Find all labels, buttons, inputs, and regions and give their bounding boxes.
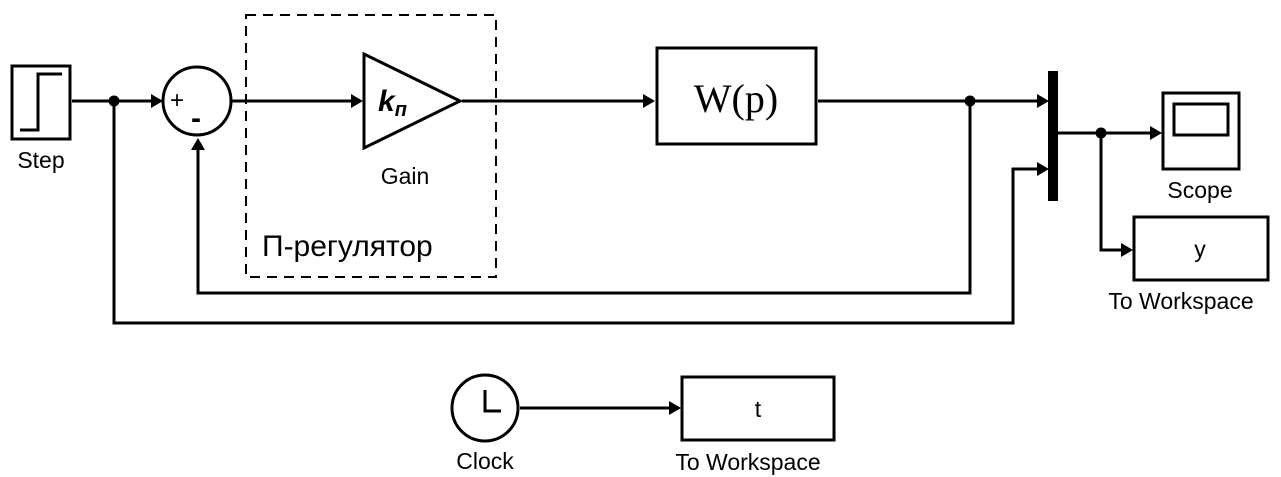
gain-symbol-k: k — [378, 85, 396, 118]
to-workspace-t-label: To Workspace — [675, 449, 820, 475]
arrow-workspace-t-in — [669, 401, 681, 415]
to-workspace-t-body[interactable] — [680, 375, 836, 442]
mux-block[interactable] — [1048, 71, 1058, 201]
gain-symbol-subscript: п — [395, 99, 407, 121]
junction-mux-out — [1095, 127, 1107, 139]
arrow-sum-minus — [191, 138, 205, 150]
arrow-scope-in — [1150, 126, 1162, 140]
controller-group-border — [245, 14, 497, 278]
plant-transfer-function: W(p) — [694, 76, 778, 121]
arrow-mux-in1 — [1037, 94, 1049, 108]
to-workspace-y-label: To Workspace — [1108, 288, 1253, 314]
step-label: Step — [17, 147, 64, 173]
to-workspace-y-var: y — [1194, 236, 1206, 262]
step-icon — [20, 72, 62, 132]
junction-step — [108, 95, 120, 107]
plant-block-body[interactable] — [655, 46, 818, 146]
scope-screen-icon — [1172, 102, 1230, 137]
arrow-workspace-y-in — [1121, 243, 1133, 257]
gain-block-body[interactable] — [362, 51, 464, 151]
to-workspace-y-body[interactable] — [1132, 215, 1270, 282]
sum-minus-sign: - — [191, 102, 201, 135]
controller-group-label: П-регулятор — [262, 230, 433, 263]
to-workspace-t-var: t — [755, 396, 762, 422]
scope-block-body[interactable] — [1161, 91, 1241, 171]
step-block-body[interactable] — [10, 64, 72, 141]
arrow-sum-plus — [151, 94, 163, 108]
wire-mux-to-workspace-y[interactable] — [1099, 133, 1124, 252]
gain-label: Gain — [381, 163, 430, 189]
clock-label: Clock — [456, 448, 514, 474]
scope-block[interactable]: Scope — [1161, 91, 1241, 203]
arrow-mux-in2 — [1037, 162, 1049, 176]
wire-feedback-to-sum[interactable] — [196, 101, 972, 295]
gain-block[interactable]: kп Gain — [362, 51, 464, 189]
clock-hands-icon — [483, 390, 501, 413]
controller-group[interactable]: П-регулятор — [245, 14, 497, 278]
signal-lines — [72, 94, 1162, 415]
gain-symbol: kп — [378, 85, 407, 121]
step-block[interactable]: Step — [10, 64, 72, 173]
scope-label: Scope — [1167, 177, 1232, 203]
plant-block[interactable]: W(p) — [655, 46, 818, 146]
wire-step-to-mux[interactable] — [112, 101, 1040, 325]
arrow-gain-in — [351, 94, 363, 108]
sum-block[interactable]: + - — [161, 65, 233, 137]
to-workspace-t-block[interactable]: t To Workspace — [675, 375, 836, 475]
sum-block-body[interactable] — [161, 65, 233, 137]
junction-output — [964, 95, 976, 107]
arrow-plant-in — [643, 94, 655, 108]
sum-plus-sign: + — [170, 87, 184, 114]
clock-block[interactable]: Clock — [450, 373, 520, 474]
to-workspace-y-block[interactable]: y To Workspace — [1108, 215, 1270, 314]
